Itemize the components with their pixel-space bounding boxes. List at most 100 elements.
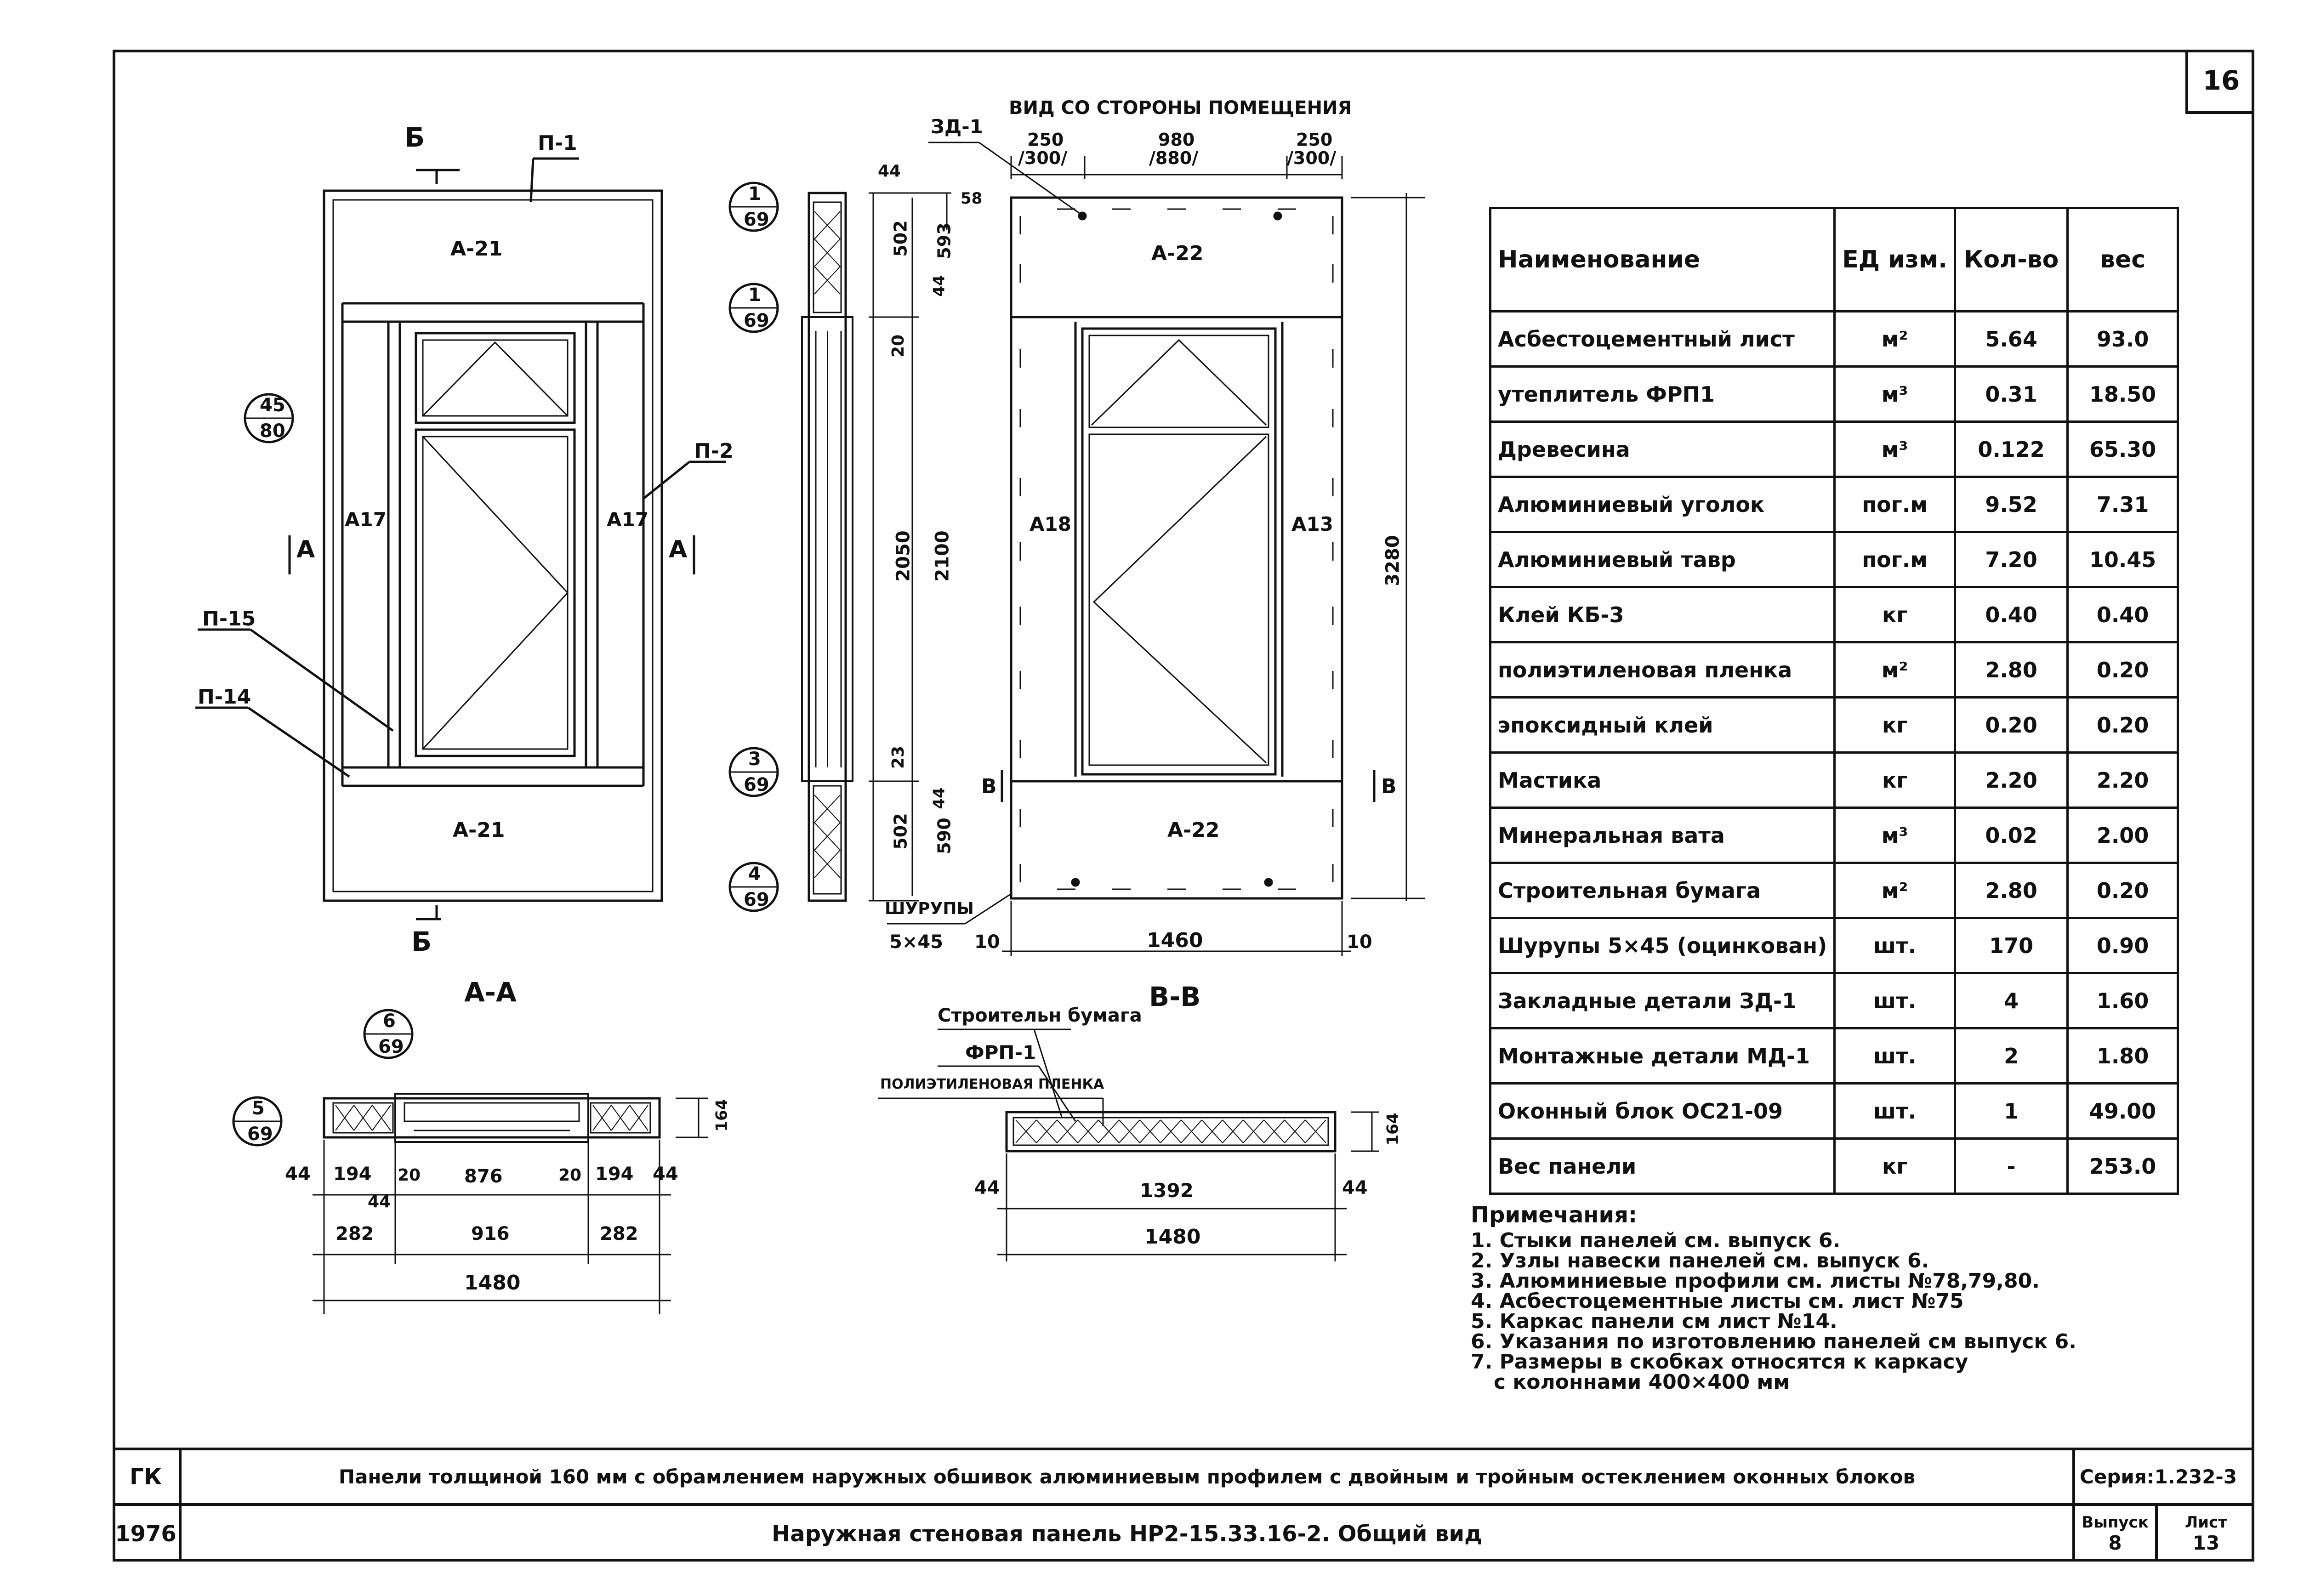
cell-unit: шт. (1833, 1082, 1957, 1140)
issue-value: 8 (2108, 1532, 2122, 1554)
label-a21-bottom: А-21 (453, 818, 505, 842)
dim-aa-44-left: 44 (285, 1164, 311, 1185)
cell-weight: 0.90 (2066, 917, 2179, 974)
header-name: Наименование (1489, 207, 1836, 312)
note-item: с колоннами 400×400 мм (1494, 1370, 1790, 1394)
title-main: Наружная стеновая панель НР2-15.33.16-2.… (182, 1506, 2075, 1562)
cell-weight: 1.80 (2066, 1027, 2179, 1085)
cell-qty: 2.80 (1954, 641, 2069, 699)
cell-weight: 0.20 (2066, 862, 2179, 919)
cell-name: полиэтиленовая пленка (1489, 641, 1836, 699)
cell-name: Оконный блок ОС21-09 (1489, 1082, 1836, 1140)
label-poly-film: ПОЛИЭТИЛЕНОВАЯ ПЛЕНКА (880, 1076, 1104, 1092)
dim-300-right: /300/ (1287, 148, 1337, 168)
callout-5-den: 69 (247, 1124, 273, 1145)
label-a18: А18 (1030, 513, 1071, 535)
callout-5-num: 5 (252, 1098, 265, 1119)
callout-1b-num: 1 (748, 284, 761, 306)
cell-name: Асбестоцементный лист (1489, 310, 1836, 368)
label-a17-left: А17 (345, 508, 387, 531)
cell-weight: 2.00 (2066, 807, 2179, 864)
cell-qty: 0.31 (1954, 365, 2069, 423)
callout-4-den: 69 (744, 889, 769, 910)
cell-unit: м² (1833, 641, 1957, 699)
cell-qty: 5.64 (1954, 310, 2069, 368)
arrow-a-left: А (296, 536, 315, 563)
dim-10-left: 10 (974, 931, 1000, 953)
dim-44-mid: 44 (930, 275, 949, 297)
dim-980: 980 (1158, 130, 1195, 150)
cell-unit: кг (1833, 751, 1957, 809)
label-zd1: ЗД-1 (931, 115, 983, 138)
header-weight: вес (2066, 207, 2179, 312)
cell-name: Алюминиевый уголок (1489, 476, 1836, 533)
label-p14: П-14 (198, 685, 251, 709)
title-year: 1976 (113, 1506, 182, 1562)
dim-44-top: 44 (878, 162, 901, 181)
cell-unit: кг (1833, 1137, 1957, 1195)
sheet-label: Лист (2185, 1513, 2227, 1532)
rear-elevation (887, 142, 1425, 956)
cell-qty: 170 (1954, 917, 2069, 974)
cell-name: Клей КБ-3 (1489, 586, 1836, 643)
dim-250-right: 250 (1296, 130, 1333, 150)
callout-4-num: 4 (748, 863, 761, 885)
cell-qty: 0.20 (1954, 696, 2069, 754)
dim-23: 23 (889, 745, 908, 769)
issue-box: Выпуск 8 (2075, 1506, 2158, 1562)
dim-vv-44-right: 44 (1342, 1177, 1368, 1198)
cell-qty: 9.52 (1954, 476, 2069, 533)
arrow-v-right: В (1381, 775, 1397, 798)
label-shurupy: ШУРУПЫ (885, 899, 974, 918)
cell-weight: 18.50 (2066, 365, 2179, 423)
series-value: 1.232-3 (2154, 1465, 2237, 1488)
cell-name: эпоксидный клей (1489, 696, 1836, 754)
cell-unit: м² (1833, 862, 1957, 919)
dim-aa-44-mid: 44 (368, 1193, 391, 1211)
cell-weight: 253.0 (2066, 1137, 2179, 1195)
cell-qty: 0.40 (1954, 586, 2069, 643)
arrow-v-left: В (981, 775, 997, 798)
drawing-frame (113, 50, 2254, 1562)
cell-name: Строительная бумага (1489, 862, 1836, 919)
title-description: Панели толщиной 160 мм с обрамлением нар… (182, 1450, 2075, 1503)
label-a17-right: А17 (607, 508, 648, 531)
dim-2100: 2100 (932, 530, 953, 582)
dim-aa-20-left: 20 (398, 1166, 421, 1185)
cell-unit: кг (1833, 696, 1957, 754)
label-a21-top: А-21 (450, 237, 503, 261)
note-item: 3. Алюминиевые профили см. листы №78,79,… (1471, 1269, 2040, 1293)
note-item: 6. Указания по изготовлению панелей см в… (1471, 1330, 2076, 1353)
cell-unit: шт. (1833, 1027, 1957, 1085)
issue-label: Выпуск (2082, 1513, 2149, 1532)
dim-vv-1480: 1480 (1144, 1225, 1201, 1249)
label-a22-top: А-22 (1151, 242, 1204, 265)
dim-58: 58 (961, 189, 983, 208)
specification-table: Наименование ЕД изм. Кол-во вес Асбестоц… (1489, 207, 2179, 1195)
series-label: Серия: (2080, 1465, 2155, 1488)
callout-1a-num: 1 (748, 183, 761, 204)
dim-aa-20-right: 20 (558, 1166, 582, 1185)
sheet-value: 13 (2192, 1532, 2220, 1554)
cell-weight: 49.00 (2066, 1082, 2179, 1140)
cell-unit: шт. (1833, 917, 1957, 974)
cell-name: Древесина (1489, 420, 1836, 478)
dim-aa-194-left: 194 (333, 1164, 372, 1185)
cell-weight: 1.60 (2066, 972, 2179, 1029)
cell-unit: м³ (1833, 365, 1957, 423)
cell-unit: м² (1833, 310, 1957, 368)
cell-weight: 10.45 (2066, 531, 2179, 588)
cell-weight: 0.20 (2066, 641, 2179, 699)
section-b-label-bottom: Б (411, 926, 432, 957)
dim-aa-916: 916 (471, 1223, 510, 1244)
label-a13: А13 (1291, 513, 1333, 535)
